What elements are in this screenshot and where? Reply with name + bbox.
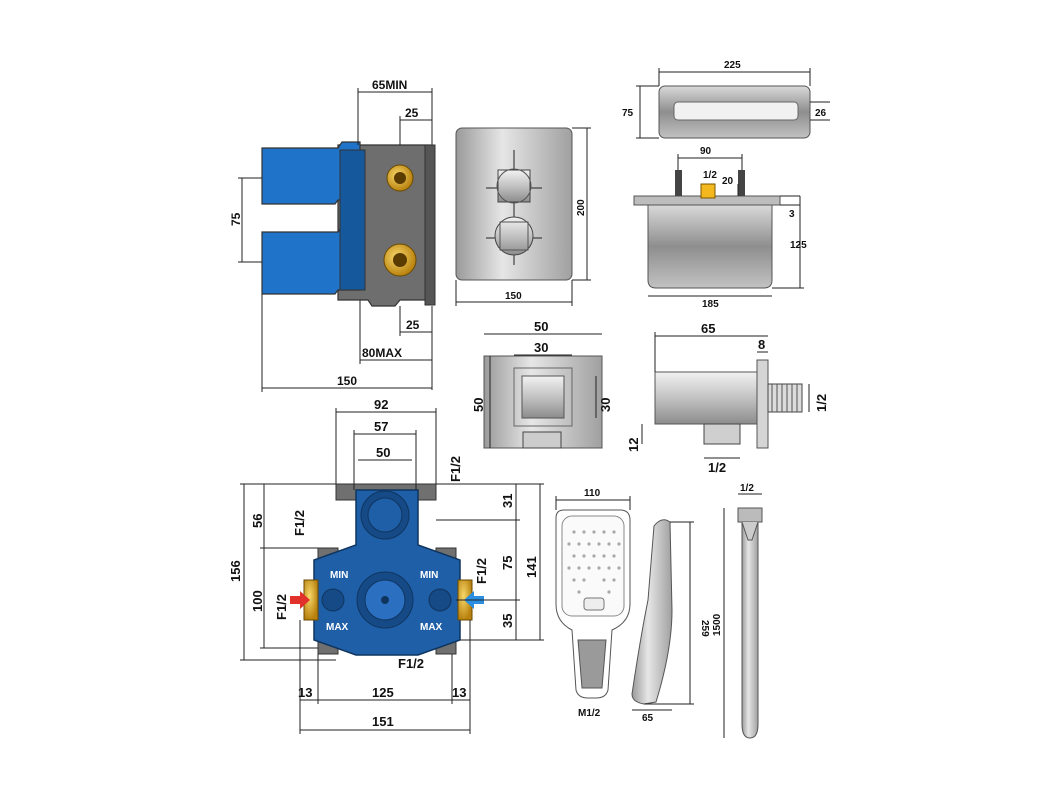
valve-side-backplate [424,144,436,306]
elbow-side-wallplate [756,359,769,449]
elbow-front-outlet [522,431,562,449]
marking-max-right: MAX [420,622,443,633]
label-f12-bottom: F1/2 [398,656,424,671]
hand-shower-button [583,597,605,611]
valve-body-view: MIN MIN MAX MAX 92 57 50 F1/2 F1/2 F1/2 … [228,397,544,734]
dim-225: 225 [724,60,741,71]
elbow-side-view: 65 8 1/2 12 1/2 [626,321,829,475]
spout-front-inlet [700,183,716,199]
dim-8: 8 [758,337,765,352]
marking-min-left: MIN [330,570,348,581]
dim-200: 200 [576,199,587,216]
dim-half-outlet: 1/2 [708,460,726,475]
elbow-side-outlet [703,423,741,445]
dim-3: 3 [789,209,795,220]
dim-185: 185 [702,299,719,310]
spout-front-view: 90 1/2 20 3 125 185 [633,146,807,310]
dim-half-thread: 1/2 [814,394,829,412]
dim-35: 35 [500,614,515,628]
dim-65min: 65MIN [372,78,407,92]
valve-side-view: 65MIN 25 75 25 80MAX 150 [229,78,436,392]
dim-259: 259 [699,620,710,637]
dim-30-elbow-side: 30 [598,398,613,412]
cover-plate-handle-top [497,169,531,203]
valve-side-blue-block [339,149,366,291]
dim-m12: M1/2 [578,708,601,719]
dim-56: 56 [250,514,265,528]
dim-151: 151 [372,714,394,729]
dim-25-top: 25 [405,106,419,120]
dim-13-right: 13 [452,685,466,700]
label-f12-left: F1/2 [274,594,289,620]
cover-plate-view: 200 150 [455,127,591,306]
hand-shower-view: 110 M1/2 259 65 [555,488,710,724]
dim-80max: 80MAX [362,346,402,360]
dim-50-elbow-top: 50 [534,319,548,334]
dim-156: 156 [228,560,243,582]
dim-30-elbow-top: 30 [534,340,548,355]
hot-arrow-icon [290,591,310,609]
label-f12-upper-left: F1/2 [292,510,307,536]
dim-50-body: 50 [376,445,390,460]
dim-half-hose: 1/2 [740,483,754,494]
elbow-side-body [654,371,758,425]
dim-75: 75 [229,212,243,226]
dim-65-shower: 65 [642,713,654,724]
dim-12: 12 [626,438,641,452]
valve-side-port-lower-hole [393,253,407,267]
spout-front-box [647,204,773,289]
cover-plate-handle-bottom [494,216,534,256]
dim-57: 57 [374,419,388,434]
label-f12-top: F1/2 [448,456,463,482]
dim-1500: 1500 [712,613,723,636]
dim-50-elbow-side: 50 [471,398,486,412]
dim-125-spout: 125 [790,240,807,251]
hand-shower-nozzles [567,530,621,594]
dim-90: 90 [700,146,712,157]
dim-13-left: 13 [298,685,312,700]
hand-shower-handle [577,639,607,689]
hand-shower-side [631,519,673,705]
dim-65-elbow: 65 [701,321,715,336]
dim-92: 92 [374,397,388,412]
dim-150-plate: 150 [505,291,522,302]
marking-max-left: MAX [326,622,349,633]
dim-25-bottom: 25 [406,318,420,332]
dim-26: 26 [815,108,827,119]
dim-100: 100 [250,590,265,612]
spout-front-pin-left [675,170,682,196]
dim-150: 150 [337,374,357,388]
hose-nut-top [737,507,763,523]
valve-side-port-upper-hole [394,172,406,184]
spout-top-view: 225 75 26 [622,60,830,139]
spout-front-pin-right [738,170,745,196]
elbow-side-thread [767,383,803,413]
dim-75-spout: 75 [622,108,634,119]
dim-31: 31 [500,494,515,508]
marking-min-right: MIN [420,570,438,581]
elbow-front-view: 50 30 50 30 [471,319,613,449]
hose-body [741,521,759,739]
dim-141: 141 [524,556,539,578]
dim-110: 110 [584,488,601,499]
dim-half-inlet: 1/2 [703,170,717,181]
hose-view: 1/2 1500 [712,483,763,739]
dim-20: 20 [722,176,734,187]
label-f12-right: F1/2 [474,558,489,584]
dim-125-body: 125 [372,685,394,700]
dim-75-body: 75 [500,556,515,570]
